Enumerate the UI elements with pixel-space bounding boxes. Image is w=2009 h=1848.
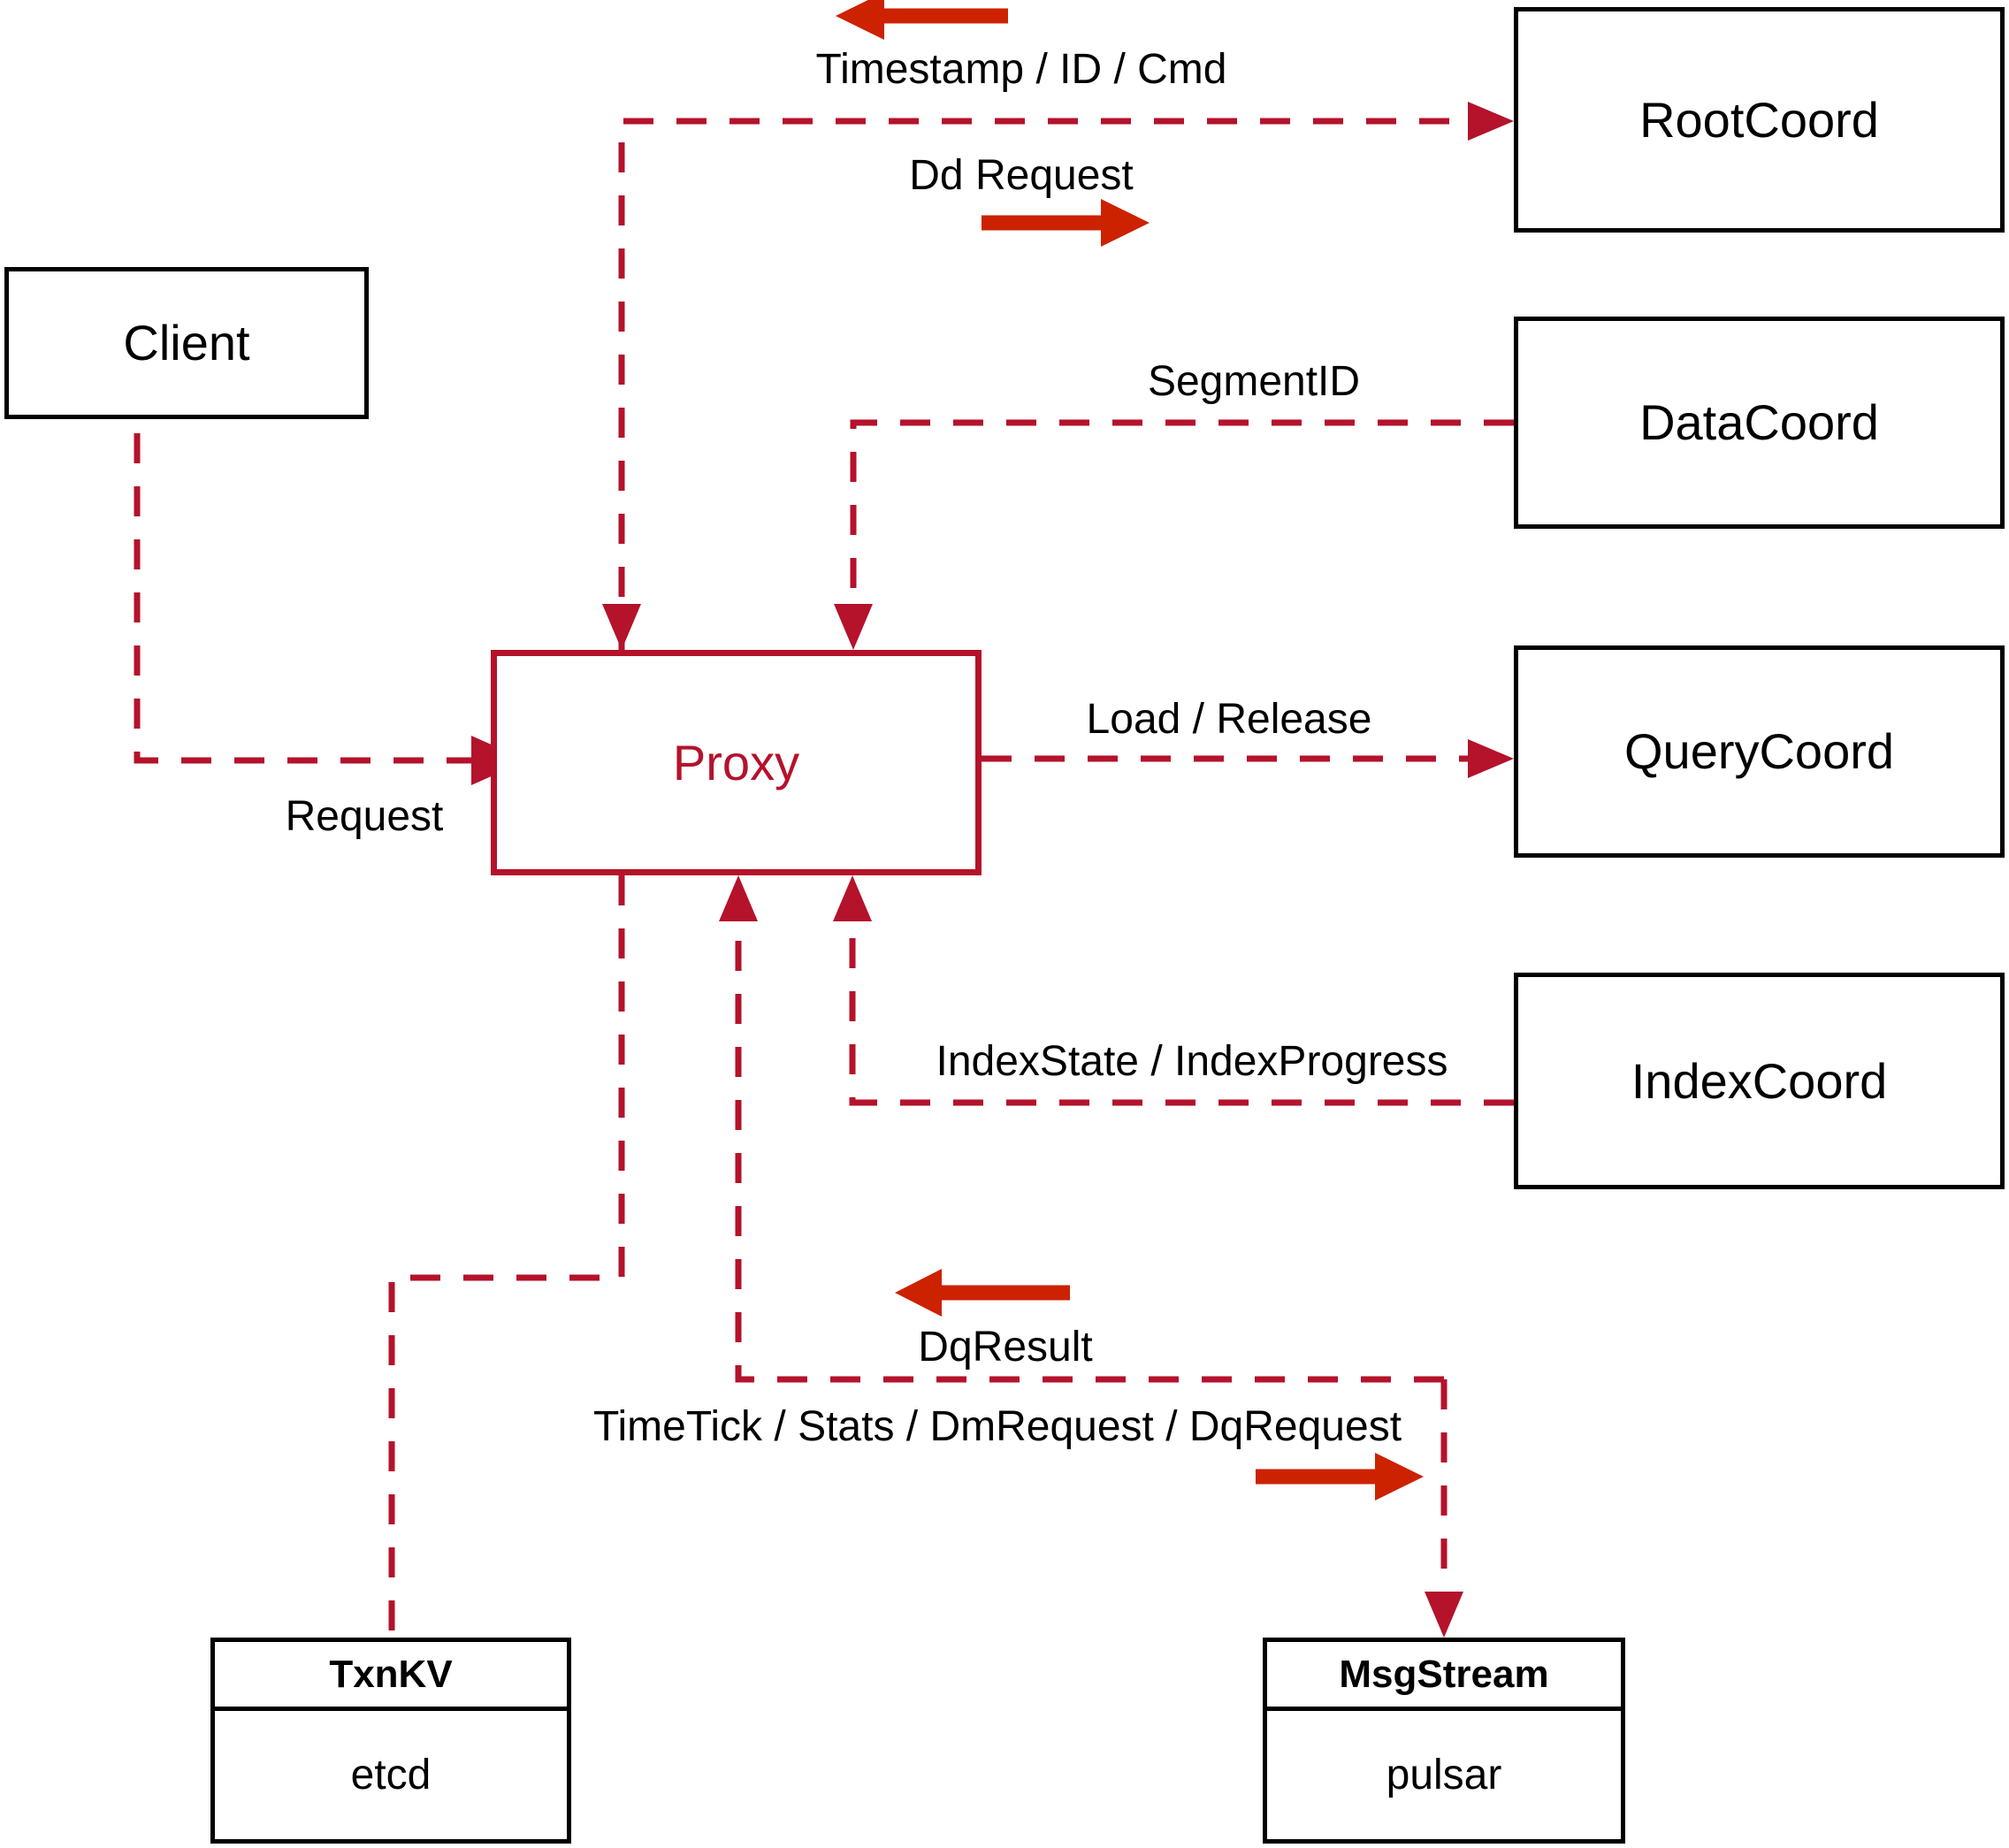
node-index-coord[interactable]: IndexCoord — [1514, 973, 2005, 1189]
edge-label-segment-id: SegmentID — [1147, 358, 1361, 405]
direction-arrow-right-timetick — [1256, 1453, 1424, 1501]
node-txnkv-body-label: etcd — [350, 1752, 432, 1798]
edge-label-load-release: Load / Release — [1086, 696, 1372, 743]
edge-client-to-proxy — [134, 380, 527, 785]
node-data-coord-label: DataCoord — [1639, 394, 1879, 450]
edge-proxy-to-txnkv — [388, 875, 625, 1638]
node-index-coord-label: IndexCoord — [1631, 1052, 1888, 1109]
edge-label-dd-request: Dd Request — [909, 152, 1134, 199]
edge-label-dq-result: DqResult — [918, 1324, 1093, 1371]
node-txnkv-body: etcd — [215, 1711, 567, 1839]
node-query-coord-label: QueryCoord — [1623, 723, 1895, 779]
node-root-coord-label: RootCoord — [1639, 91, 1879, 148]
direction-arrow-right-ddrequest — [982, 199, 1150, 247]
edge-label-index-state-progress: IndexState / IndexProgress — [936, 1038, 1448, 1085]
edge-proxy-to-msgstream — [1425, 1379, 1463, 1638]
node-root-coord[interactable]: RootCoord — [1514, 7, 2005, 233]
node-txnkv[interactable]: TxnKV etcd — [210, 1638, 571, 1844]
edge-label-request: Request — [285, 793, 444, 840]
edge-label-timestamp-id-cmd: Timestamp / ID / Cmd — [815, 46, 1227, 93]
edge-proxy-rootcoord — [602, 102, 1514, 650]
node-data-coord[interactable]: DataCoord — [1514, 317, 2005, 529]
edge-msgstream-to-proxy — [719, 875, 1444, 1383]
node-msgstream[interactable]: MsgStream pulsar — [1263, 1638, 1625, 1844]
node-txnkv-header-label: TxnKV — [329, 1652, 453, 1696]
node-client-label: Client — [123, 315, 250, 370]
direction-arrow-left-dqresult — [895, 1269, 1070, 1317]
edge-proxy-to-querycoord — [982, 739, 1514, 778]
node-msgstream-body: pulsar — [1267, 1711, 1621, 1839]
node-proxy-label: Proxy — [672, 734, 800, 790]
node-query-coord[interactable]: QueryCoord — [1514, 645, 2005, 858]
edge-label-timetick-stats: TimeTick / Stats / DmRequest / DqRequest — [592, 1403, 1402, 1450]
direction-arrow-left-timestamp — [836, 0, 1008, 40]
node-msgstream-header: MsgStream — [1267, 1642, 1621, 1711]
edge-indexcoord-to-proxy — [833, 875, 1514, 1106]
node-msgstream-body-label: pulsar — [1386, 1752, 1502, 1798]
node-proxy[interactable]: Proxy — [491, 650, 982, 875]
node-msgstream-header-label: MsgStream — [1339, 1652, 1549, 1696]
node-client[interactable]: Client — [4, 267, 369, 419]
node-txnkv-header: TxnKV — [215, 1642, 567, 1711]
edge-datacoord-to-proxy — [834, 419, 1514, 650]
